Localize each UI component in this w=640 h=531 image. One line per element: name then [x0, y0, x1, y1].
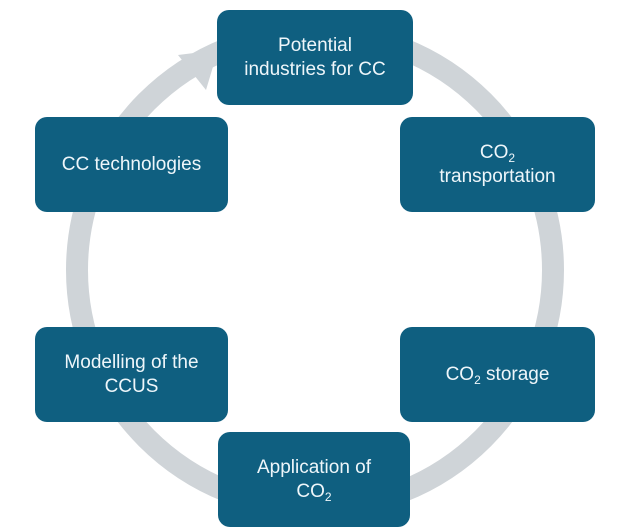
step-text: CC technologies — [61, 153, 202, 175]
step-text: CO — [296, 480, 325, 502]
subscript: 2 — [474, 372, 481, 387]
step-text: CCUS — [104, 375, 159, 397]
step-text: storage — [480, 363, 550, 385]
subscript: 2 — [508, 150, 516, 165]
step-cc-technologies: CC technologies — [35, 117, 228, 212]
subscript: 2 — [324, 489, 332, 504]
step-text: Potential — [278, 34, 352, 56]
step-text: transportation — [439, 165, 556, 187]
step-text: industries for CC — [244, 58, 386, 80]
step-co2-storage: CO2 storage — [400, 327, 595, 422]
cycle-arrowhead-icon — [178, 50, 218, 90]
step-text: CO — [445, 363, 475, 385]
step-text: Application of — [256, 456, 372, 478]
step-text: CO — [479, 141, 509, 163]
step-text: Modelling of the — [64, 351, 199, 373]
